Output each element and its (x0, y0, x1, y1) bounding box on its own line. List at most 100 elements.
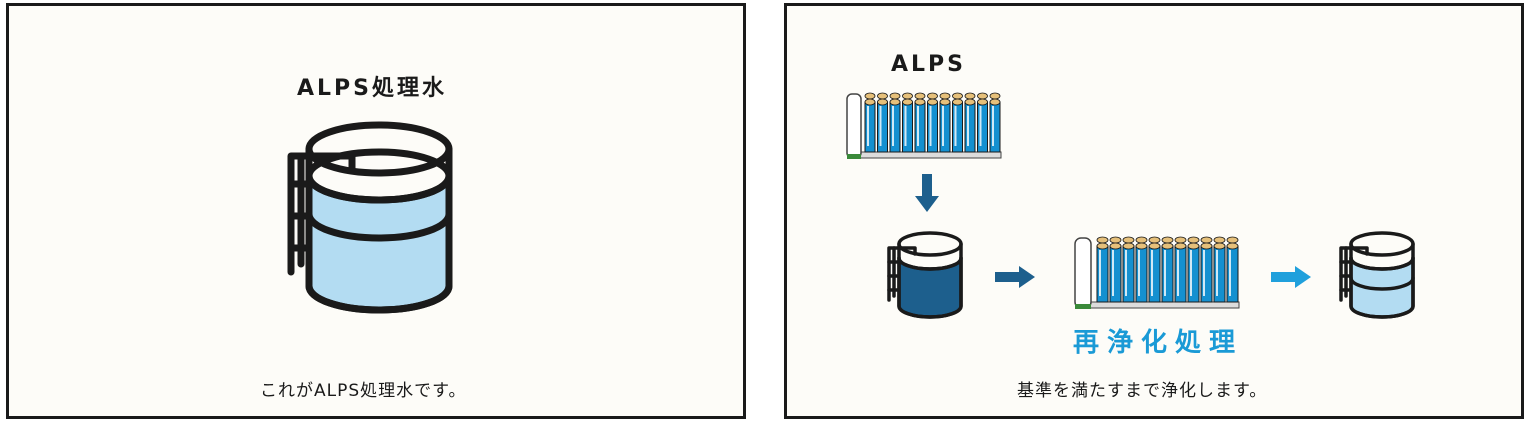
panel-caption: これがALPS処理水です。 (260, 381, 467, 401)
filter-highlight (979, 106, 982, 146)
panel-alps-treated-water: ALPS処理水 これがALPS処理水です。 (6, 3, 746, 419)
filter-cylinder (1161, 245, 1174, 303)
filter-cap (1135, 236, 1148, 244)
filter-cap (902, 98, 913, 106)
filter-cap (1096, 242, 1109, 250)
treated-water-tank-icon (287, 121, 453, 314)
filter-cylinder (1122, 245, 1135, 303)
down-arrow-icon (915, 174, 939, 212)
filter-highlight (967, 106, 969, 146)
filter-cylinder (1226, 245, 1239, 303)
filter-highlight (1216, 250, 1218, 296)
filter-cylinder (939, 101, 951, 153)
filter-cap (1174, 242, 1187, 250)
filter-cylinder (914, 101, 926, 153)
filter-cylinder (952, 101, 963, 153)
filter-cap (914, 98, 926, 106)
filter-highlight (1099, 250, 1101, 296)
filter-cap (1096, 236, 1109, 244)
filter-highlight (1125, 250, 1127, 296)
filter-cap (989, 92, 1001, 100)
filter-cylinder (889, 101, 901, 153)
filter-cap (1122, 242, 1135, 250)
filter-highlight (1164, 250, 1166, 296)
filter-cap (977, 98, 988, 106)
filter-cap (1109, 236, 1122, 244)
right-arrow-icon (1271, 266, 1311, 288)
filter-highlight (929, 106, 932, 146)
filter-cap (1200, 236, 1213, 244)
filter-cap (1226, 236, 1239, 244)
filter-cap (1187, 242, 1200, 250)
re-purification-filter-icon (1074, 236, 1240, 309)
filter-cylinder (1213, 245, 1226, 303)
filter-cap (877, 92, 888, 100)
filter-highlight (942, 106, 944, 146)
filter-cylinder (877, 101, 888, 153)
alps-filter-unit-icon (846, 92, 1002, 159)
filter-highlight (1190, 250, 1192, 296)
contaminated-water-tank-icon (887, 231, 963, 319)
process-label: 再浄化処理 (1073, 328, 1244, 358)
filter-cylinder (1109, 245, 1122, 303)
filter-cylinder (1135, 245, 1148, 303)
filter-cylinder (964, 101, 976, 153)
filter-cap (989, 98, 1001, 106)
filter-cap (977, 92, 988, 100)
panel-re-purification: ALPS 再浄化処理 (784, 3, 1524, 419)
filter-cap (927, 92, 938, 100)
filter-cylinder (902, 101, 913, 153)
filter-highlight (904, 106, 907, 146)
filter-cylinder (927, 101, 938, 153)
filter-highlight (954, 106, 957, 146)
filter-cap (889, 98, 901, 106)
filter-highlight (1203, 250, 1205, 296)
filter-highlight (879, 106, 882, 146)
filter-cylinder (864, 101, 876, 153)
filter-cap (964, 98, 976, 106)
filter-cap (864, 98, 876, 106)
filter-highlight (867, 106, 869, 146)
filter-cap (902, 92, 913, 100)
filter-highlight (1151, 250, 1153, 296)
filter-cap (1226, 242, 1239, 250)
filter-highlight (992, 106, 994, 146)
filter-cap (1122, 236, 1135, 244)
filter-cap (1213, 242, 1226, 250)
treated-water-tank-icon (1339, 231, 1415, 319)
filter-cylinder (1096, 245, 1109, 303)
filter-cap (1213, 236, 1226, 244)
filter-cap (939, 92, 951, 100)
filter-cap (914, 92, 926, 100)
filter-cap (1187, 236, 1200, 244)
filter-cap (877, 98, 888, 106)
filter-highlight (1112, 250, 1114, 296)
filter-highlight (1177, 250, 1179, 296)
filter-highlight (1138, 250, 1140, 296)
filter-cap (927, 98, 938, 106)
filter-cap (1109, 242, 1122, 250)
filter-highlight (917, 106, 919, 146)
filter-cylinder (1200, 245, 1213, 303)
filter-cap (1174, 236, 1187, 244)
filter-cylinder (989, 101, 1001, 153)
panel-title: ALPS (891, 52, 967, 77)
panel-title: ALPS処理水 (297, 76, 448, 101)
filter-cylinder (977, 101, 988, 153)
filter-cylinder (1174, 245, 1187, 303)
filter-cap (1161, 242, 1174, 250)
panel-caption: 基準を満たすまで浄化します。 (1017, 381, 1268, 401)
filter-cap (1135, 242, 1148, 250)
right-arrow-icon (995, 266, 1035, 288)
filter-highlight (1229, 250, 1231, 296)
filter-cylinder (1187, 245, 1200, 303)
filter-cap (1148, 242, 1161, 250)
filter-cap (1200, 242, 1213, 250)
filter-cap (952, 98, 963, 106)
filter-cap (889, 92, 901, 100)
filter-highlight (892, 106, 894, 146)
filter-cylinder (1148, 245, 1161, 303)
filter-cap (864, 92, 876, 100)
filter-cap (1161, 236, 1174, 244)
filter-cap (1148, 236, 1161, 244)
